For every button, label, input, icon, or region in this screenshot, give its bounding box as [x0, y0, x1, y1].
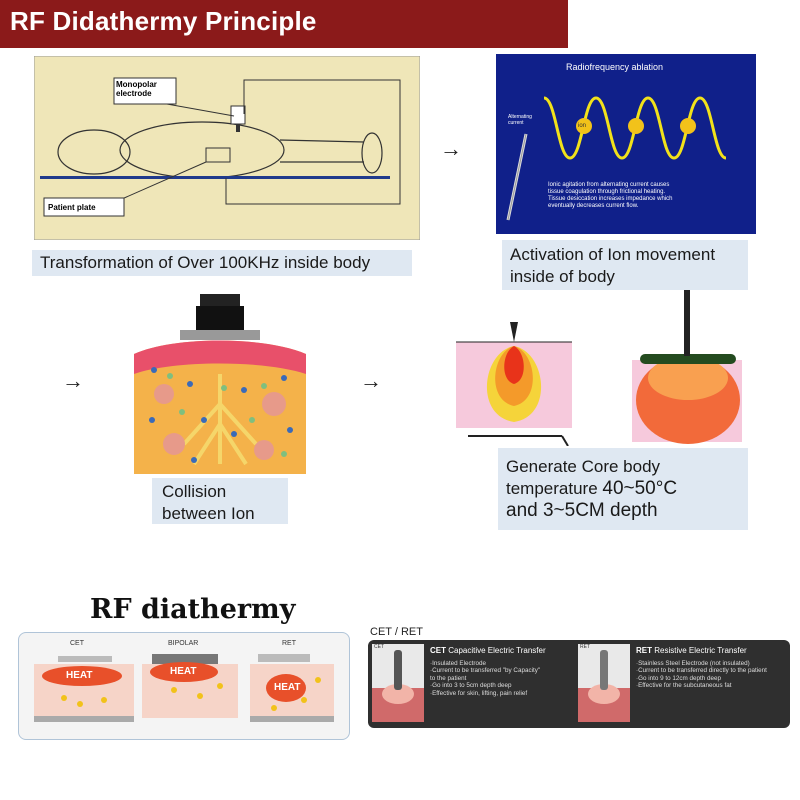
cet-ret-figures — [372, 644, 630, 722]
page-title: RF Didathermy Principle — [10, 6, 317, 36]
rf-diathermy-title: RF diathermy — [90, 594, 296, 625]
body-diagram — [34, 56, 420, 240]
arrow-icon: → — [62, 368, 84, 393]
heat-depth-figure — [456, 290, 742, 446]
heat-label: HEAT — [66, 670, 93, 681]
cet-ret-title: CET / RET — [370, 626, 423, 638]
caption-collision: Collision between Ion — [152, 478, 288, 524]
arrow-icon: → — [440, 136, 462, 161]
mode-label-cet: CET — [70, 640, 84, 647]
title-bar — [0, 0, 568, 48]
ablation-heading: Radiofrequency ablation — [566, 62, 664, 72]
ret-thumb-tag: RET — [580, 644, 590, 650]
ion-label: ion — [578, 123, 587, 129]
rf-ablation-figure — [496, 54, 756, 234]
cet-heading: CET Capacitive Electric Transfer — [430, 646, 546, 655]
ret-bullets: ·Stainless Steel Electrode (not insulate… — [636, 660, 767, 690]
caption-transformation: Transformation of Over 100KHz inside bod… — [32, 250, 412, 276]
heat-label: HEAT — [170, 666, 197, 677]
ret-heading: RET Resistive Electric Transfer — [636, 646, 747, 655]
rf-modes-figure — [34, 654, 334, 722]
caption-core-temperature: Generate Core body temperature 40~50°C a… — [498, 448, 748, 530]
cet-bullets: ·Insulated Electrode ·Current to be tran… — [430, 660, 541, 697]
ablation-description: Ionic agitation from alternating current… — [548, 182, 673, 209]
ion-collision-figure — [134, 294, 306, 474]
heat-label: HEAT — [274, 682, 301, 693]
cet-thumb-tag: CET — [374, 644, 384, 650]
mode-label-ret: RET — [282, 640, 296, 647]
caption-ion-activation: Activation of Ion movement inside of bod… — [502, 240, 748, 290]
mode-label-bipolar: BIPOLAR — [168, 640, 199, 647]
plate-label: Patient plate — [48, 203, 96, 212]
electrode-label: Monopolar electrode — [116, 80, 157, 98]
current-label: Alternating current — [508, 114, 532, 126]
arrow-icon: → — [360, 368, 382, 393]
